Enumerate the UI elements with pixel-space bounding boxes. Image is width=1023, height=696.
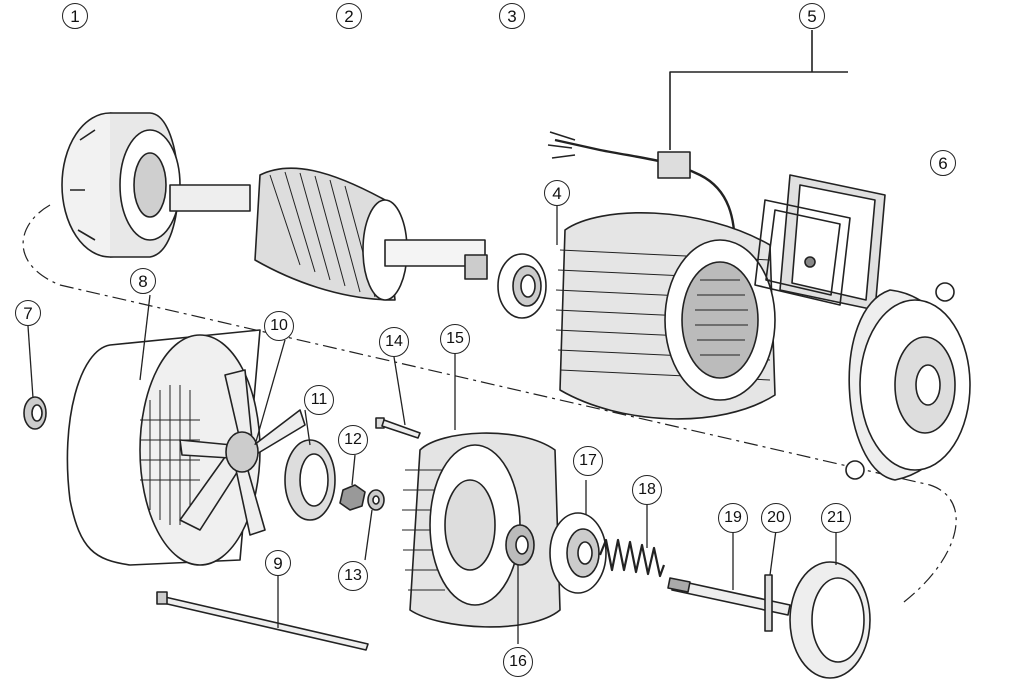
part-12-nut <box>339 484 366 511</box>
part-6-terminal-cover <box>754 174 886 311</box>
part-21-ring <box>789 561 871 679</box>
callout-13: 13 <box>338 561 368 591</box>
callout-7: 7 <box>15 300 41 326</box>
part-16-bearing <box>505 524 535 566</box>
callout-9: 9 <box>265 550 291 576</box>
callout-8: 8 <box>130 268 156 294</box>
part-1-front-flange <box>61 112 181 258</box>
part-10-fan <box>179 369 306 536</box>
part-5-cable-gland <box>547 131 737 251</box>
callout-2: 2 <box>336 3 362 29</box>
callout-4: 4 <box>544 180 570 206</box>
callout-19: 19 <box>718 503 748 533</box>
callout-12: 12 <box>338 425 368 455</box>
part-18-spring <box>598 538 666 578</box>
callout-15: 15 <box>440 324 470 354</box>
part-7-washer <box>23 396 47 430</box>
callout-10: 10 <box>264 311 294 341</box>
part-rear-end-shield <box>845 282 971 481</box>
leader-lines <box>27 206 837 644</box>
callout-21: 21 <box>821 503 851 533</box>
part-17-bearing <box>549 512 607 594</box>
callout-1: 1 <box>62 3 88 29</box>
callout-14: 14 <box>379 327 409 357</box>
part-stator-housing <box>555 212 776 420</box>
assembly-axis-dashed-line <box>22 204 957 606</box>
part-11-seal-ring <box>284 439 336 521</box>
leader-line-5 <box>669 30 848 150</box>
part-20-key <box>764 574 773 632</box>
part-9-tie-rod <box>156 591 369 651</box>
part-14-screw <box>375 417 421 439</box>
callout-20: 20 <box>761 503 791 533</box>
part-4-bearing <box>497 253 547 319</box>
callout-6: 6 <box>930 150 956 176</box>
callout-17: 17 <box>573 446 603 476</box>
callout-11: 11 <box>304 385 334 415</box>
part-19-shaft <box>667 577 791 616</box>
part-2-rotor <box>169 167 488 301</box>
callout-18: 18 <box>632 475 662 505</box>
callout-3: 3 <box>499 3 525 29</box>
callout-16: 16 <box>503 647 533 677</box>
callout-5: 5 <box>799 3 825 29</box>
part-15-fan-end-housing <box>402 432 561 628</box>
part-13-washer <box>367 489 385 511</box>
